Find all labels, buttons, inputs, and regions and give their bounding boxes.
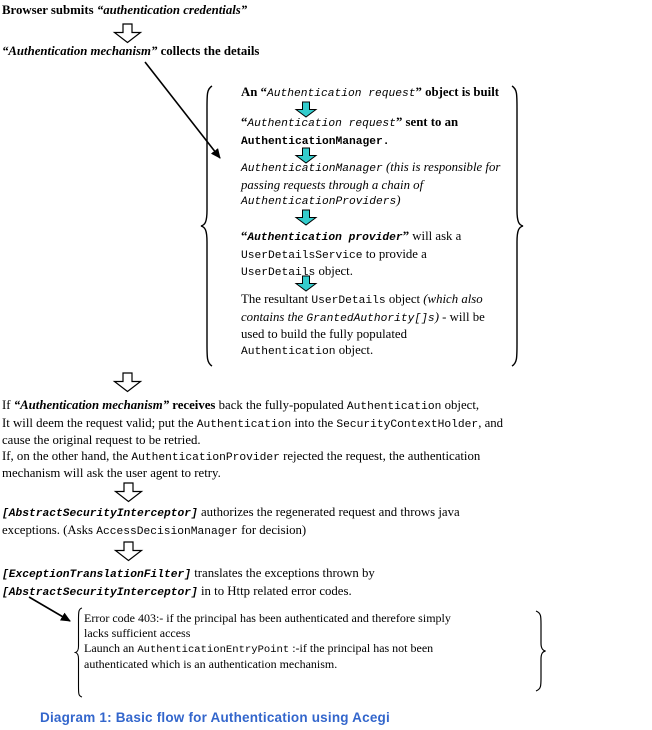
text-run: [AbstractSecurityInterceptor]	[2, 508, 198, 520]
text-run: authenticated which is an authentication…	[84, 657, 338, 672]
text-run: AuthenticationProvider	[131, 451, 280, 464]
step-provider-asks: “Authentication provider” will ask a User…	[241, 229, 461, 282]
text-run: AccessDecisionManager	[96, 525, 238, 538]
step-mechanism-collects: “Authentication mechanism” collects the …	[2, 44, 259, 60]
diagonal-arrow-icon	[144, 61, 221, 159]
text-run: Browser submits	[2, 3, 97, 17]
right-brace	[511, 85, 524, 367]
text-run: Authentication request	[247, 118, 396, 130]
text-run: object	[385, 292, 424, 306]
text-run: collects the details	[157, 44, 260, 58]
text-run: :-if the principal has not been	[289, 640, 434, 655]
text-run: “Authentication mechanism”	[13, 398, 170, 412]
text-run: AuthenticationEntryPoint	[137, 643, 290, 656]
text-run: [ExceptionTranslationFilter]	[2, 569, 192, 581]
down-block-arrow-icon	[113, 482, 144, 503]
step-manager-responsible: AuthenticationManager (this is responsib…	[241, 160, 500, 211]
text-run: Error code 403:- if the principal has be…	[84, 611, 451, 625]
cyan-down-arrow-icon	[294, 147, 318, 164]
text-run: )	[434, 309, 439, 324]
text-run: for decision)	[237, 522, 307, 537]
down-block-arrow-icon	[113, 541, 144, 562]
text-run: translates the exceptions thrown by	[191, 566, 375, 580]
text-run: object,	[441, 398, 480, 412]
text-run: rejected the request, the authentication	[279, 448, 481, 463]
down-block-arrow-icon	[112, 372, 143, 393]
text-run: “	[241, 115, 248, 129]
text-run: “Authentication mechanism”	[2, 44, 158, 58]
text-run: GrantedAuthority[]s	[306, 312, 435, 325]
text-run: Authentication	[196, 418, 292, 431]
text-run: Authentication	[346, 401, 442, 413]
text-run: Authentication	[241, 345, 336, 358]
text-run: “	[241, 229, 248, 243]
text-run: (this is responsible for	[382, 160, 501, 174]
step-browser-submits: Browser submits “authentication credenti…	[2, 3, 247, 19]
step-error-codes: Error code 403:- if the principal has be…	[84, 611, 451, 672]
text-run: UserDetailsService	[241, 249, 363, 262]
left-brace	[200, 85, 213, 367]
text-run: If	[2, 398, 14, 412]
step-receives-back: If “Authentication mechanism” receives b…	[2, 398, 503, 482]
text-run: to provide a	[362, 246, 427, 261]
text-run: back the fully-populated	[215, 398, 347, 412]
cyan-down-arrow-icon	[294, 275, 318, 292]
text-run: AuthenticationManager.	[241, 135, 390, 148]
step-interceptor-authorizes: [AbstractSecurityInterceptor] authorizes…	[2, 505, 460, 540]
left-brace	[74, 607, 83, 698]
text-run: cause the original request to be retried…	[2, 433, 201, 447]
cyan-down-arrow-icon	[294, 209, 318, 226]
text-run: Authentication request	[266, 88, 416, 100]
text-run: object.	[315, 264, 353, 278]
text-run: [AbstractSecurityInterceptor]	[2, 586, 198, 599]
text-run: “authentication credentials”	[96, 3, 248, 17]
text-run: UserDetails	[311, 295, 386, 307]
text-run: )	[396, 193, 401, 207]
step-filter-translates: [ExceptionTranslationFilter] translates …	[2, 566, 375, 601]
text-run: Authentication provider	[247, 232, 403, 244]
step-resultant-userdetails: The resultant UserDetails object (which …	[241, 292, 485, 360]
text-run: receives	[169, 398, 216, 412]
text-run: , and	[478, 415, 504, 430]
text-run: ” sent to an	[395, 115, 459, 129]
text-run: Launch an	[84, 640, 138, 655]
text-run: object.	[335, 342, 374, 357]
text-run: If, on the other hand, the	[2, 448, 132, 463]
text-run: AuthenticationProviders	[241, 196, 397, 208]
step-auth-request-built: An “Authentication request” object is bu…	[241, 85, 499, 103]
text-run: (which also	[423, 292, 483, 306]
text-run: in to Http related error codes.	[197, 583, 352, 598]
text-run: authorizes the regenerated request and t…	[197, 505, 460, 519]
text-run: SecurityContextHolder	[336, 418, 479, 431]
text-run: AuthenticationManager	[241, 163, 383, 175]
text-run: An “	[241, 85, 267, 99]
text-run: UserDetails	[241, 267, 316, 279]
step-sent-to-manager: “Authentication request” sent to an Authe…	[241, 115, 458, 150]
cyan-down-arrow-icon	[294, 101, 318, 118]
text-run: into the	[291, 415, 337, 430]
right-brace	[535, 610, 546, 692]
text-run: The resultant	[241, 292, 312, 306]
diagonal-arrow-icon	[28, 596, 71, 622]
text-run: - will be	[438, 309, 485, 324]
text-run: ” object is built	[415, 85, 500, 99]
text-run: used to build the fully populated	[241, 327, 407, 341]
down-block-arrow-icon	[112, 23, 143, 44]
text-run: mechanism will ask the user agent to ret…	[2, 466, 221, 480]
text-run: contains the	[241, 309, 307, 324]
text-run: exceptions. (Asks	[2, 522, 97, 537]
text-run: passing requests through a chain of	[241, 177, 424, 192]
text-run: ”	[402, 229, 410, 243]
text-run: lacks sufficient access	[84, 625, 191, 640]
text-run: will ask a	[409, 229, 462, 243]
text-run: It will deem the request valid; put the	[2, 415, 197, 430]
diagram-caption: Diagram 1: Basic flow for Authentication…	[40, 710, 390, 725]
